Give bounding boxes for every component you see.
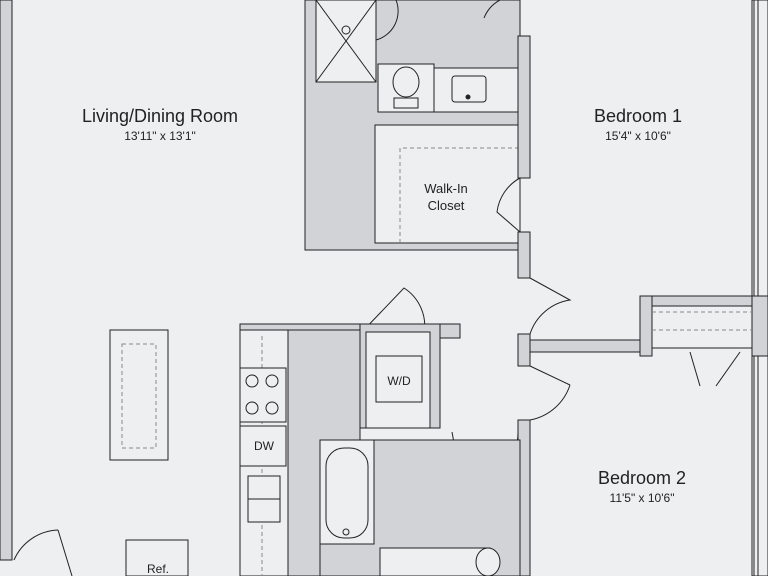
- sink-1-icon: [451, 75, 487, 103]
- bedroom-2-dims: 11'5" x 10'6": [610, 491, 675, 505]
- kitchen-island: [109, 329, 169, 461]
- burner-icon: [265, 374, 279, 388]
- dishwasher: [239, 425, 287, 467]
- bedroom-1-dims: 15'4" x 10'6": [605, 129, 671, 143]
- bedroom-2-name: Bedroom 2: [598, 468, 686, 488]
- washer-dryer: [375, 355, 423, 403]
- tub-drain-icon: [342, 528, 350, 536]
- refrigerator: [125, 539, 189, 576]
- shower-drain-icon: [341, 25, 351, 35]
- bathtub: [319, 439, 375, 545]
- bath-1-door-arc: [483, 0, 501, 19]
- closet-label-line1: Walk-In: [424, 181, 468, 196]
- closet-label-line2: Closet: [428, 198, 465, 213]
- range: [239, 367, 287, 423]
- living-room-name: Living/Dining Room: [82, 106, 238, 126]
- toilet-1-icon: [392, 66, 420, 98]
- refrigerator-label: Ref.: [147, 562, 169, 576]
- vanity-2: [379, 547, 491, 576]
- bathroom-1: [304, 0, 521, 251]
- walk-in-closet: [399, 147, 521, 243]
- bathroom-2: [319, 439, 501, 576]
- toilet-2-icon: [475, 547, 501, 576]
- burner-icon: [265, 401, 279, 415]
- burner-icon: [245, 374, 259, 388]
- living-room-dims: 13'11" x 13'1": [124, 129, 196, 143]
- bedroom-1-name: Bedroom 1: [594, 106, 682, 126]
- dishwasher-label: DW: [254, 439, 275, 453]
- washer-dryer-label: W/D: [387, 374, 411, 388]
- bedroom-2-closet: [651, 305, 753, 349]
- burner-icon: [245, 401, 259, 415]
